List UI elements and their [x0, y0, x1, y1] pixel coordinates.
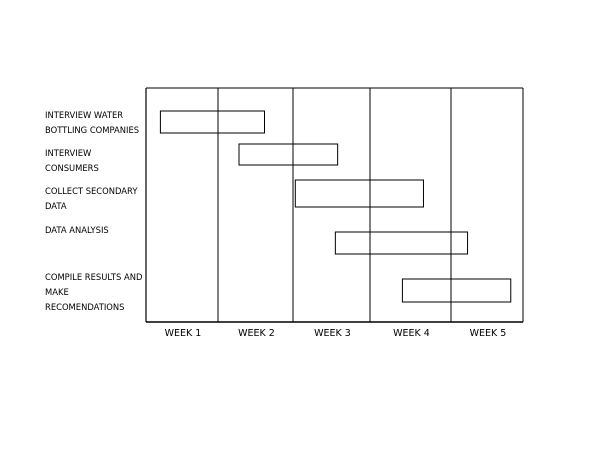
- task-bar-4: [334, 231, 469, 255]
- week-label-3: WEEK 3: [314, 328, 351, 339]
- task-bar-2: [238, 143, 339, 166]
- task-label-collect-secondary-data: COLLECT SECONDARY DATA: [45, 186, 138, 211]
- week-label-2: WEEK 2: [238, 328, 275, 339]
- task-bar-5: [401, 278, 512, 303]
- week-label-1: WEEK 1: [164, 328, 202, 339]
- task-bars: [159, 110, 512, 303]
- task-label-data-analysis: DATA ANALYSIS: [45, 225, 109, 235]
- week-label-5: WEEK 5: [469, 328, 507, 339]
- task-label-compile-results: COMPILE RESULTS AND MAKE RECOMENDATIONS: [45, 272, 143, 312]
- week-label-4: WEEK 4: [393, 328, 430, 339]
- task-bar-1: [159, 110, 265, 134]
- chart-grid: [145, 87, 524, 323]
- task-bar-3: [294, 179, 424, 208]
- task-label-interview-companies: INTERVIEW WATER BOTTLING COMPANIES: [45, 110, 140, 135]
- task-label-interview-consumers: INTERVIEW CONSUMERS: [45, 148, 99, 173]
